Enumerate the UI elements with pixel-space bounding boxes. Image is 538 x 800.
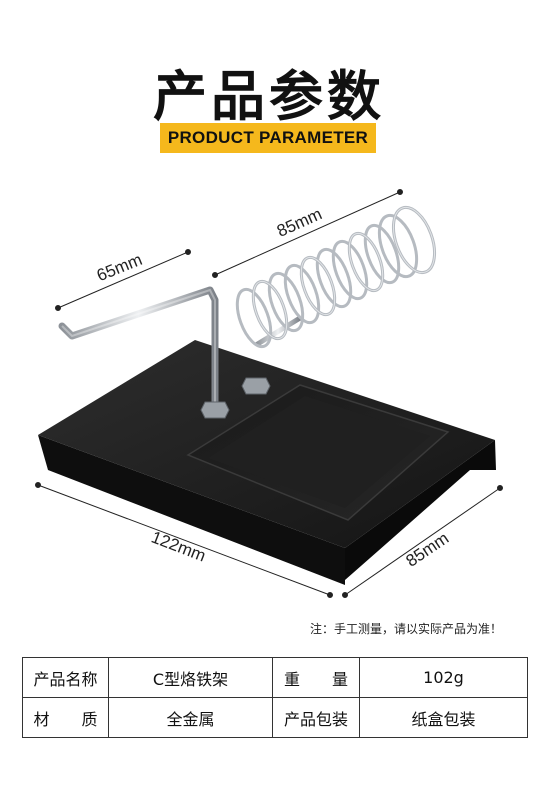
dim-line-122 — [35, 482, 333, 598]
product-illustration — [35, 189, 503, 598]
rod-holder — [58, 286, 219, 414]
rod-nut — [200, 401, 230, 419]
spec-value-material: 全金属 — [108, 697, 273, 738]
subtitle-banner: PRODUCT PARAMETER — [160, 123, 376, 153]
dim-line-85-right — [342, 485, 503, 598]
dim-line-65 — [55, 249, 191, 311]
spring-nut — [241, 377, 271, 395]
spring-coil — [235, 205, 437, 349]
spec-label-material: 材 质 — [22, 697, 109, 738]
base-front-face — [38, 435, 345, 585]
base-right-edge — [345, 440, 496, 580]
spec-value-weight: 102g — [359, 657, 528, 698]
spec-label-weight: 重 量 — [272, 657, 360, 698]
page-title: 产品参数 — [153, 65, 385, 128]
spec-value-name: C型烙铁架 — [108, 657, 273, 698]
table-row: 产品名称 C型烙铁架 重 量 102g — [22, 657, 528, 698]
dim-line-85-top — [212, 189, 403, 278]
tray-inner-shadow — [208, 396, 430, 508]
measurement-note: 注：手工测量，请以实际产品为准！ — [310, 622, 503, 636]
table-row: 材 质 全金属 产品包装 纸盒包装 — [22, 697, 528, 738]
spec-label-name: 产品名称 — [22, 657, 109, 698]
spec-table: 产品名称 C型烙铁架 重 量 102g 材 质 全金属 产品包装 纸盒包装 — [22, 657, 528, 738]
spec-label-packaging: 产品包装 — [272, 697, 360, 738]
spec-value-packaging: 纸盒包装 — [359, 697, 528, 738]
